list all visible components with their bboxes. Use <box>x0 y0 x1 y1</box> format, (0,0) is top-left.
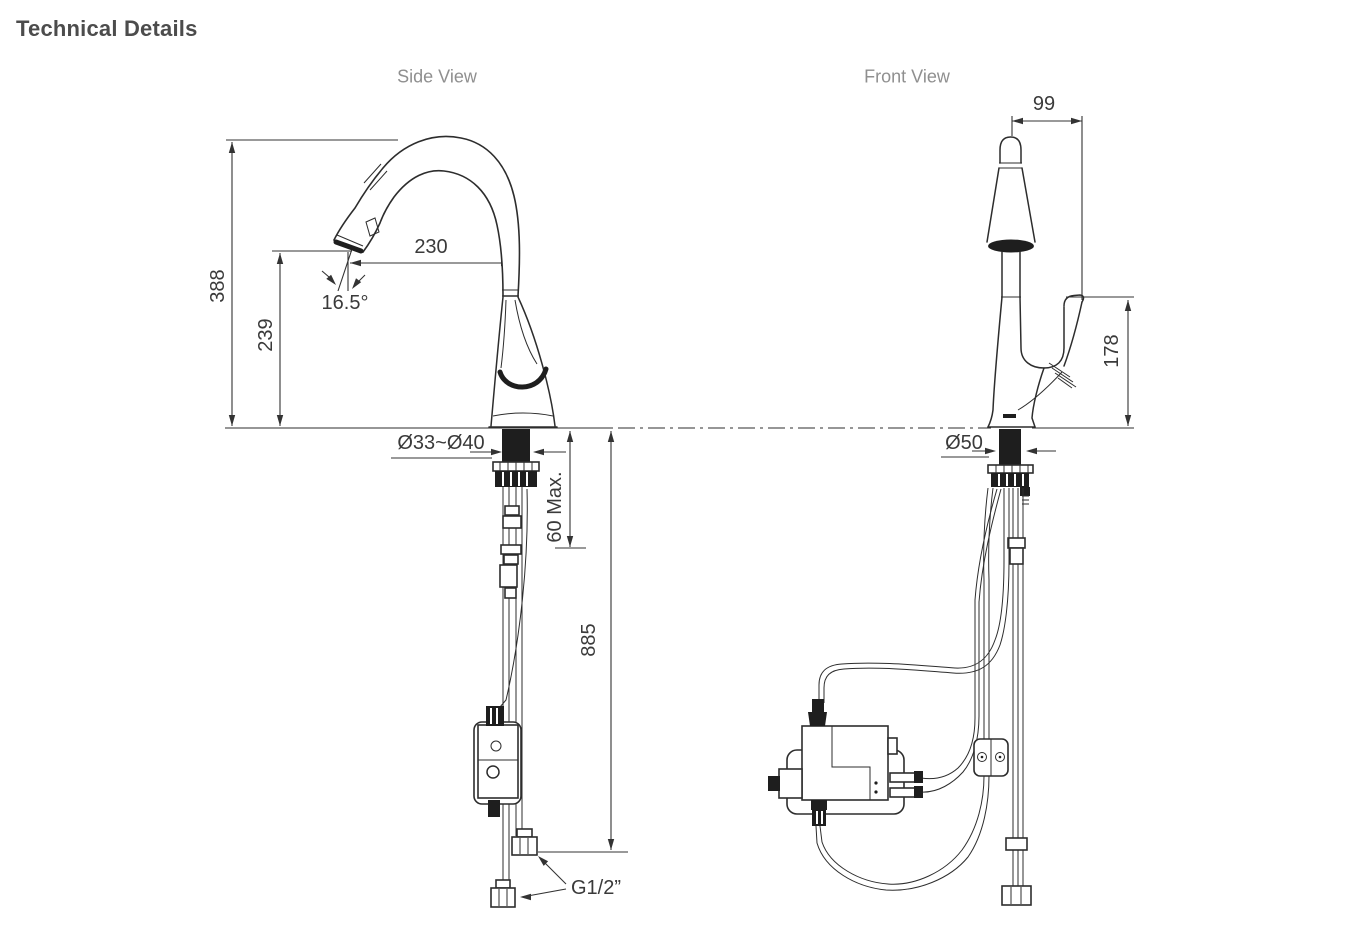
front-supply-hoses <box>1001 488 1032 906</box>
hose-nut <box>511 836 538 856</box>
page-title: Technical Details <box>16 16 198 41</box>
front-mounting-nut <box>991 473 1029 487</box>
side-view-label: Side View <box>397 66 477 87</box>
front-faucet <box>986 136 1085 428</box>
handle-seam <box>497 366 549 390</box>
dim-hose-drop-length: 885 <box>578 623 600 657</box>
side-spout <box>332 135 521 297</box>
side-view-drawing <box>226 135 628 908</box>
spray-hose-loop <box>819 487 989 885</box>
dim-supply-thread: G1/2” <box>570 877 622 899</box>
front-body <box>987 296 1003 428</box>
front-washer <box>987 464 1034 474</box>
spray-outlet <box>333 239 364 254</box>
hose-nut <box>490 887 516 908</box>
dim-max-deck-thickness: 60 Max. <box>544 471 566 543</box>
front-dimension-lines <box>941 116 1134 458</box>
spout-feed-hose <box>818 488 1005 703</box>
dim-total-height: 388 <box>207 269 229 303</box>
dim-spray-angle: 16.5° <box>321 292 369 314</box>
front-control-box <box>768 699 923 826</box>
side-hoses <box>499 487 528 887</box>
dim-spout-height: 239 <box>255 318 277 352</box>
side-hose-nuts <box>490 828 538 908</box>
side-shank <box>502 429 530 462</box>
side-under-counter <box>473 429 540 908</box>
side-mounting-nut <box>495 471 537 487</box>
front-handle <box>1019 296 1065 369</box>
side-body <box>490 296 504 427</box>
aerator-face <box>988 239 1034 253</box>
sensor-cable <box>920 488 998 780</box>
dim-mount-hole-diameter: Ø33~Ø40 <box>397 432 485 454</box>
dim-base-diameter: Ø50 <box>945 432 983 454</box>
front-view-drawing <box>768 116 1134 906</box>
dim-spout-reach: 230 <box>414 236 448 258</box>
dim-body-height: 178 <box>1101 334 1123 368</box>
hose-weight <box>973 738 1009 777</box>
logo-mark <box>1003 414 1016 418</box>
hose-nut <box>1001 885 1032 906</box>
side-faucet <box>332 135 558 428</box>
handle-grip-hatch <box>1048 362 1077 389</box>
side-control-box <box>473 706 522 817</box>
front-spray-head <box>999 136 1022 164</box>
front-shank <box>999 429 1021 465</box>
front-view-label: Front View <box>864 66 950 87</box>
spray-button <box>365 217 380 237</box>
front-under-counter <box>768 429 1034 906</box>
dim-head-offset: 99 <box>1032 93 1056 115</box>
